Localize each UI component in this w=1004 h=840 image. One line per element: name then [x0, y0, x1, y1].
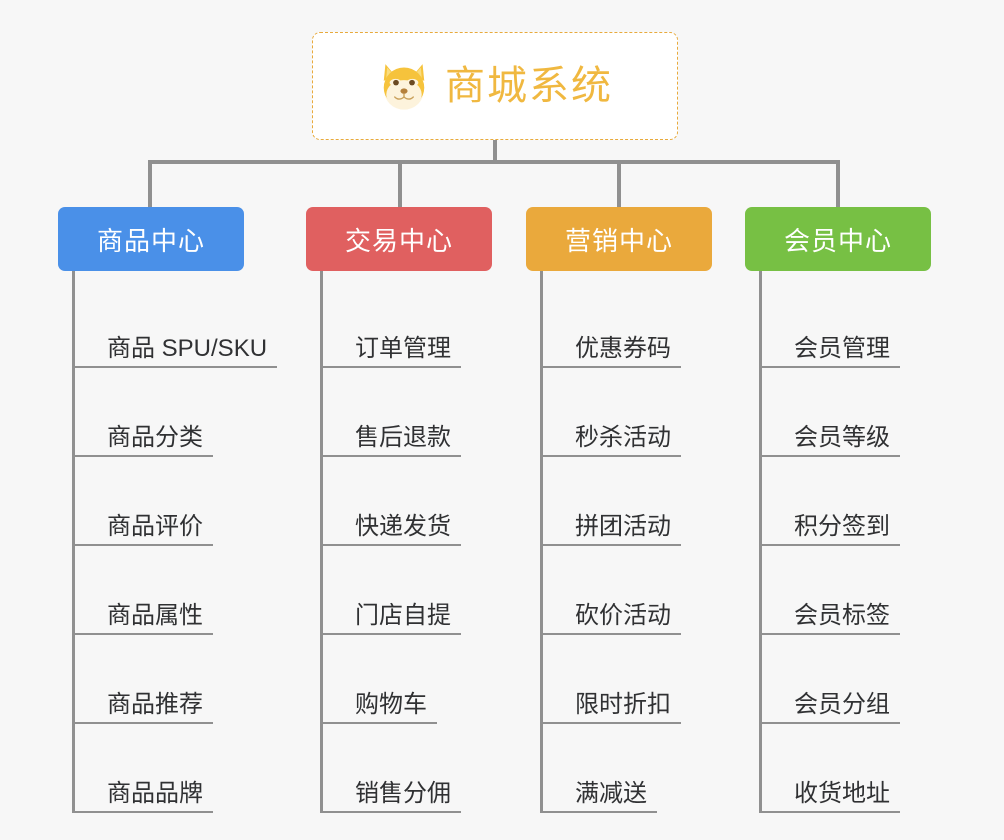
leaf-item[interactable]: 会员分组 — [762, 635, 931, 724]
branch-header-label: 会员中心 — [783, 225, 892, 256]
leaf-item[interactable]: 会员标签 — [762, 546, 931, 635]
branch-header-1[interactable]: 交易中心 — [306, 207, 492, 271]
leaf-item-label: 拼团活动 — [575, 512, 671, 540]
leaf-item-label: 满减送 — [575, 779, 647, 807]
leaf-item-label: 商品品牌 — [107, 779, 203, 807]
root-title: 商城系统 — [445, 64, 613, 108]
root-stem-connector — [493, 140, 497, 164]
branch-column-2: 营销中心 优惠券码 秒杀活动 拼团活动 砍价活动 限时折扣 满减送 — [526, 207, 712, 813]
branch-header-3[interactable]: 会员中心 — [745, 207, 931, 271]
leaf-item-label: 限时折扣 — [575, 690, 671, 718]
branch-header-label: 商品中心 — [96, 225, 205, 256]
branch-drop-connector-2 — [617, 160, 621, 207]
leaf-item[interactable]: 商品 SPU/SKU — [75, 279, 278, 368]
leaf-item-label: 收货地址 — [794, 779, 890, 807]
leaf-item-label: 商品 SPU/SKU — [107, 334, 268, 362]
leaf-item[interactable]: 商品推荐 — [75, 635, 244, 724]
leaf-item-label: 销售分佣 — [355, 779, 451, 807]
leaf-item-label: 会员标签 — [794, 601, 890, 629]
branch-column-3: 会员中心 会员管理 会员等级 积分签到 会员标签 会员分组 收货地址 — [745, 207, 931, 813]
leaf-item[interactable]: 商品评价 — [75, 457, 244, 546]
leaf-item-label: 砍价活动 — [575, 601, 671, 629]
leaf-item[interactable]: 售后退款 — [323, 368, 492, 457]
leaf-item[interactable]: 积分签到 — [762, 457, 931, 546]
leaf-item[interactable]: 限时折扣 — [543, 635, 712, 724]
leaf-item-label: 会员等级 — [794, 423, 890, 451]
leaf-item-label: 商品推荐 — [107, 690, 203, 718]
leaf-item[interactable]: 砍价活动 — [543, 546, 712, 635]
leaf-item-label: 售后退款 — [355, 423, 451, 451]
leaf-item[interactable]: 购物车 — [323, 635, 492, 724]
branch-header-2[interactable]: 营销中心 — [526, 207, 712, 271]
branch-drop-connector-3 — [836, 160, 840, 207]
branch-items-1: 订单管理 售后退款 快递发货 门店自提 购物车 销售分佣 — [320, 271, 492, 813]
leaf-item[interactable]: 商品品牌 — [75, 724, 244, 813]
leaf-item-label: 订单管理 — [355, 334, 451, 362]
branch-column-1: 交易中心 订单管理 售后退款 快递发货 门店自提 购物车 销售分佣 — [306, 207, 492, 813]
leaf-item[interactable]: 会员管理 — [762, 279, 931, 368]
leaf-item-label: 优惠券码 — [575, 334, 671, 362]
leaf-item[interactable]: 会员等级 — [762, 368, 931, 457]
leaf-item[interactable]: 订单管理 — [323, 279, 492, 368]
leaf-item-label: 会员分组 — [794, 690, 890, 718]
root-node[interactable]: 商城系统 — [312, 32, 678, 140]
leaf-item[interactable]: 快递发货 — [323, 457, 492, 546]
leaf-item-label: 快递发货 — [355, 512, 451, 540]
branch-drop-connector-0 — [148, 160, 152, 207]
branch-header-0[interactable]: 商品中心 — [58, 207, 244, 271]
branch-header-label: 营销中心 — [564, 225, 673, 256]
leaf-item[interactable]: 商品属性 — [75, 546, 244, 635]
leaf-item[interactable]: 门店自提 — [323, 546, 492, 635]
leaf-item[interactable]: 拼团活动 — [543, 457, 712, 546]
leaf-item[interactable]: 商品分类 — [75, 368, 244, 457]
shiba-dog-face-icon — [383, 64, 425, 110]
leaf-item[interactable]: 秒杀活动 — [543, 368, 712, 457]
branch-items-0: 商品 SPU/SKU 商品分类 商品评价 商品属性 商品推荐 商品品牌 — [72, 271, 278, 813]
leaf-item-label: 商品分类 — [107, 423, 203, 451]
leaf-item-label: 秒杀活动 — [575, 423, 671, 451]
leaf-item[interactable]: 优惠券码 — [543, 279, 712, 368]
branch-items-2: 优惠券码 秒杀活动 拼团活动 砍价活动 限时折扣 满减送 — [540, 271, 712, 813]
leaf-item[interactable]: 收货地址 — [762, 724, 931, 813]
leaf-item[interactable]: 满减送 — [543, 724, 712, 813]
leaf-item-label: 会员管理 — [794, 334, 890, 362]
leaf-item-label: 购物车 — [355, 690, 427, 718]
leaf-item-label: 商品属性 — [107, 601, 203, 629]
leaf-item-label: 商品评价 — [107, 512, 203, 540]
leaf-item-label: 积分签到 — [794, 512, 890, 540]
branch-column-0: 商品中心 商品 SPU/SKU 商品分类 商品评价 商品属性 商品推荐 商品品牌 — [58, 207, 278, 813]
branch-items-3: 会员管理 会员等级 积分签到 会员标签 会员分组 收货地址 — [759, 271, 931, 813]
leaf-item[interactable]: 销售分佣 — [323, 724, 492, 813]
branch-drop-connector-1 — [398, 160, 402, 207]
branch-header-label: 交易中心 — [344, 225, 453, 256]
horizontal-bus-connector — [148, 160, 840, 164]
leaf-item-label: 门店自提 — [355, 601, 451, 629]
